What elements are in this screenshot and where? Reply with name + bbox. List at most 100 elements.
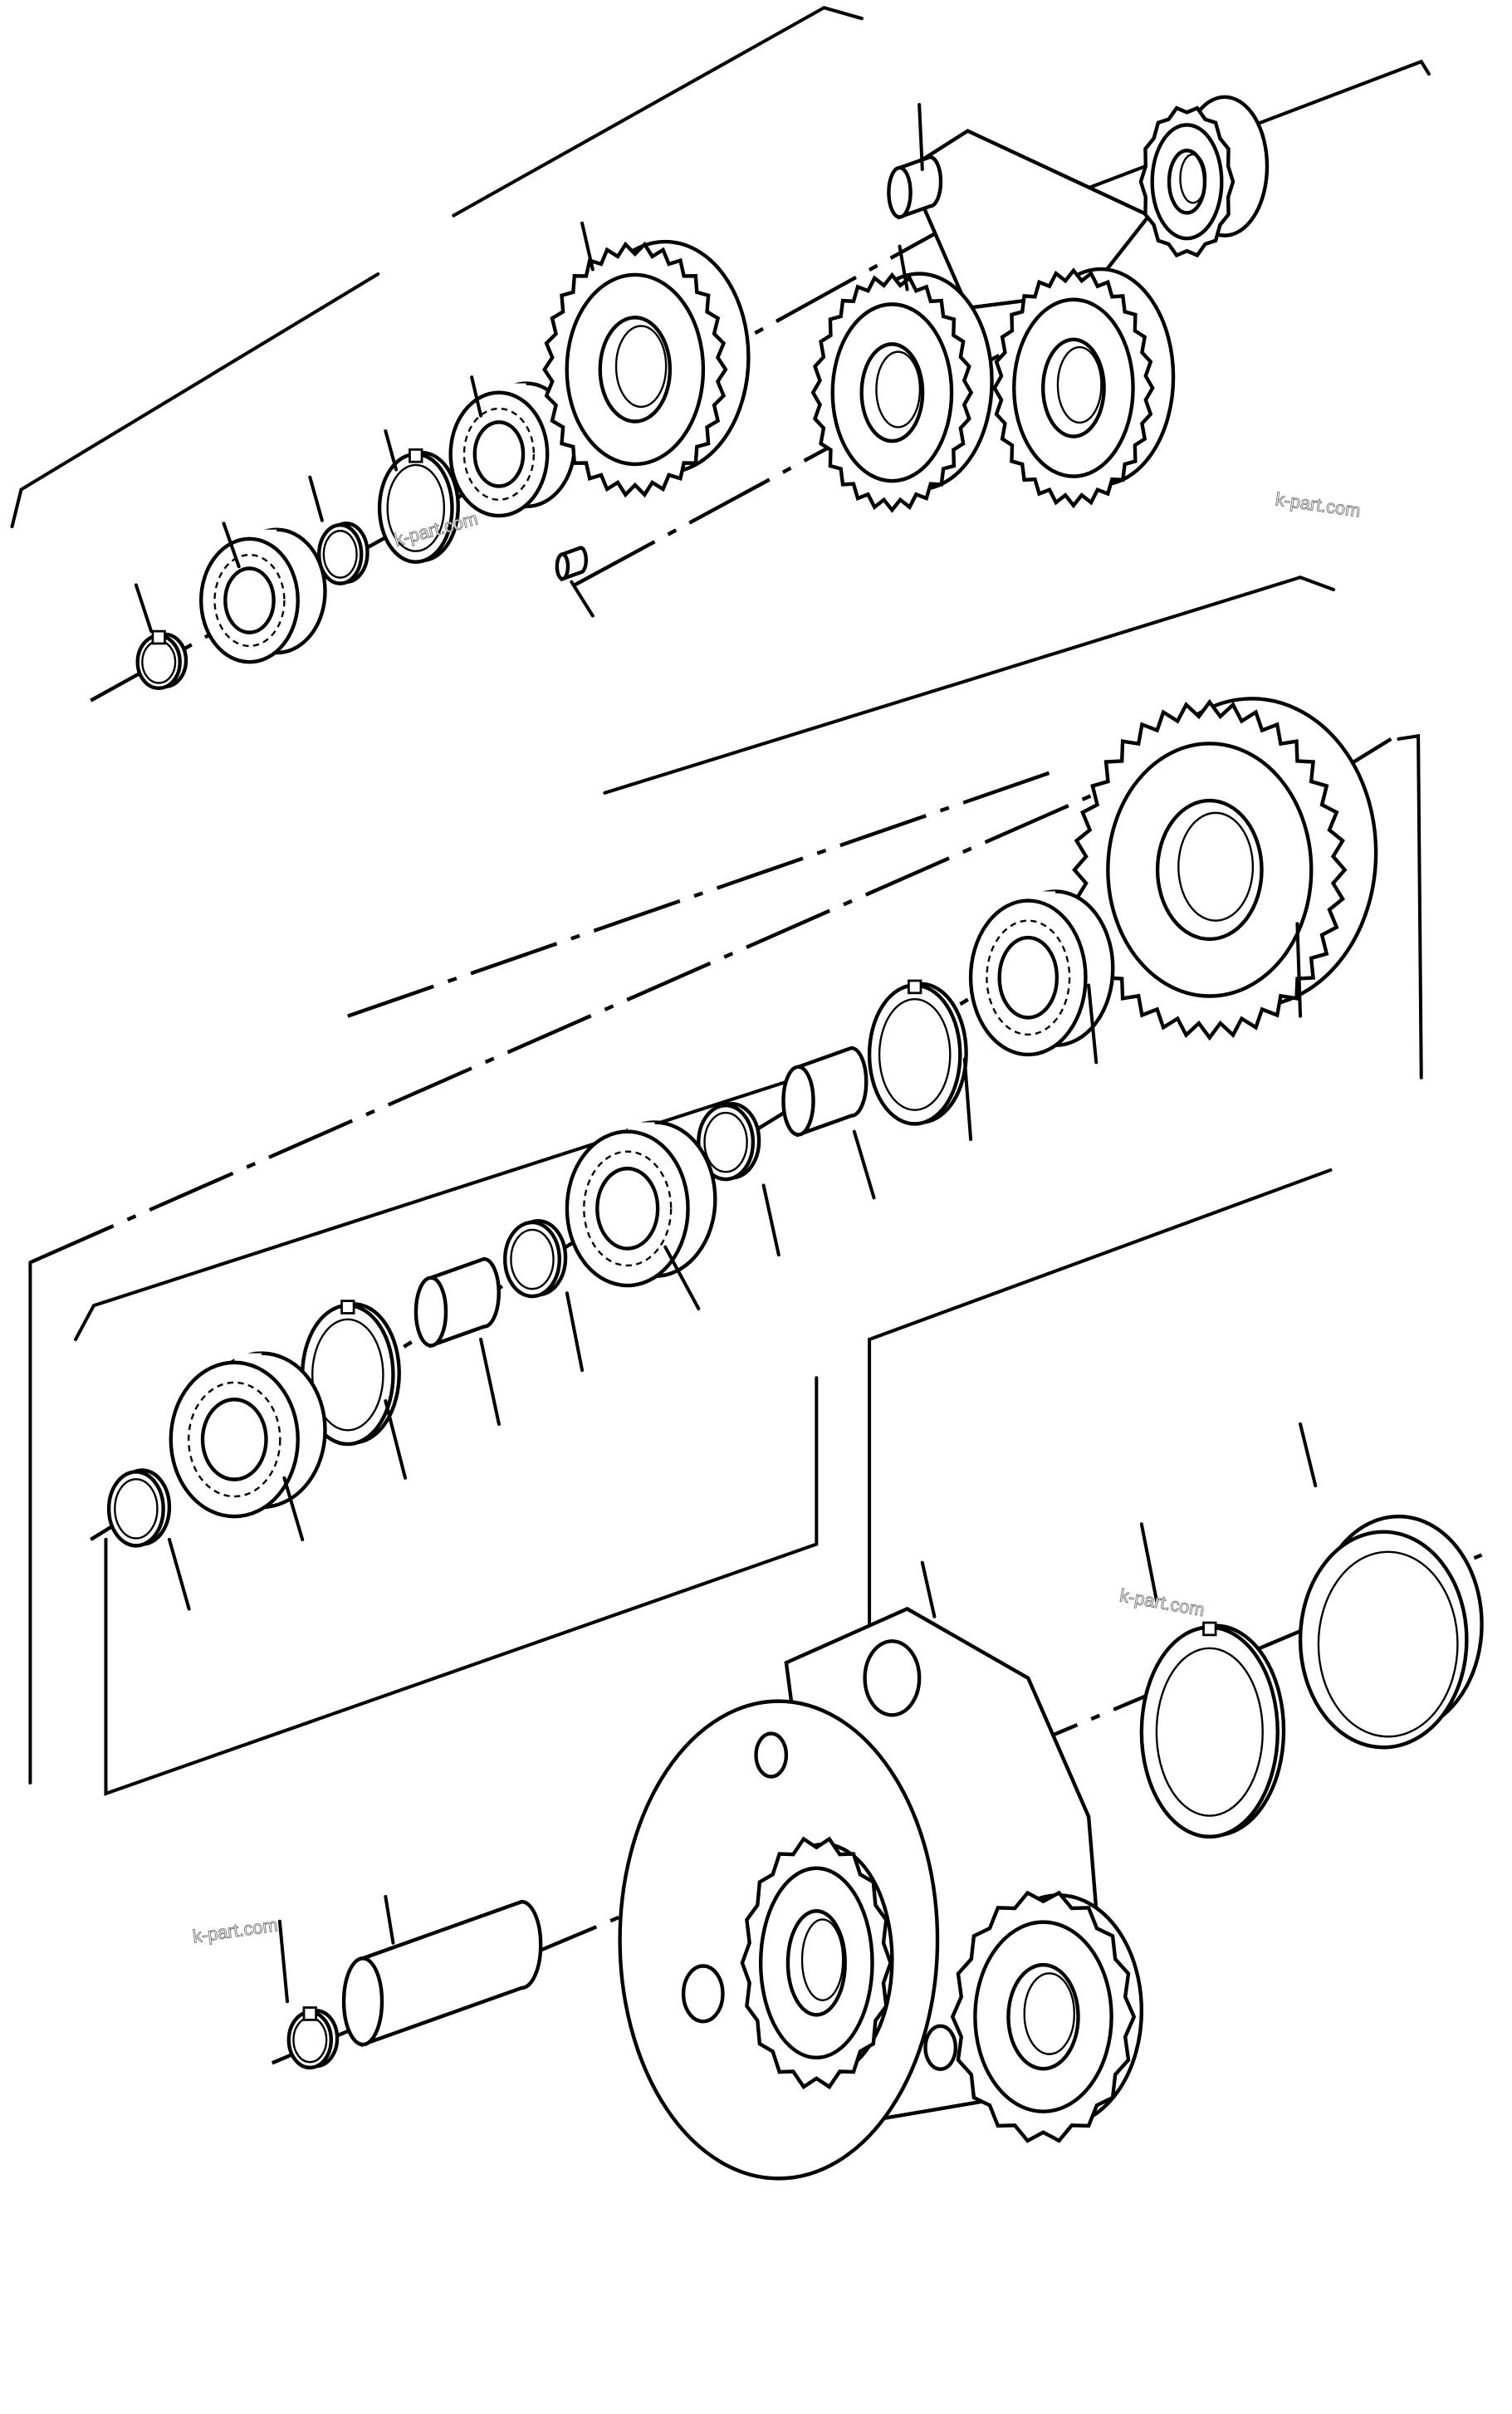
leader-line (570, 580, 595, 618)
watermark: k-part.com (1118, 1584, 1206, 1620)
leader-line (565, 1291, 585, 1373)
ring-inner (703, 1111, 748, 1173)
part-ring-3 (503, 1218, 568, 1299)
bush-body (360, 1899, 543, 2048)
bearing-balls (462, 407, 536, 501)
part-pin-small (555, 546, 588, 582)
leader-line (761, 1183, 780, 1257)
part-bush-1 (781, 1045, 869, 1138)
bush-end (555, 552, 570, 581)
leader-line (1295, 922, 1303, 1018)
frame-middle-right (1397, 733, 1423, 1080)
leader-line (852, 1129, 876, 1200)
leader-line (167, 1537, 191, 1611)
ring-inner (878, 998, 952, 1111)
gear-bore (1006, 1962, 1080, 2071)
part-snap-ring-small (135, 629, 188, 690)
gear-bore-inner (1179, 153, 1207, 204)
carrier-pin-bore (863, 1639, 922, 1717)
gear-bore-inner (800, 1918, 844, 2001)
bearing-balls (583, 1150, 673, 1267)
leader-line (1299, 1422, 1318, 1488)
ring-outer (697, 1103, 756, 1182)
gear-bore (1167, 148, 1207, 215)
cover-rim (1298, 1530, 1469, 1750)
part-carrier-pin (887, 154, 943, 220)
bearing-inner-race (595, 1166, 660, 1251)
leader-line (1139, 1522, 1159, 1604)
leader-line (663, 1245, 701, 1310)
leader-line (917, 103, 924, 171)
group-parts (106, 95, 1484, 2181)
part-gear-large (1072, 697, 1378, 1041)
ring-outer (867, 983, 962, 1126)
leader-line (470, 375, 483, 418)
carrier-hole (754, 1731, 789, 1779)
bearing-balls (188, 1381, 281, 1498)
bush-end (781, 1065, 815, 1137)
gear-bore (1041, 337, 1106, 438)
leader-line (1087, 983, 1099, 1065)
leader-line (384, 1399, 408, 1480)
ring-outer (1139, 1625, 1280, 1839)
ring-gap (151, 629, 166, 645)
part-bearing-3 (968, 889, 1115, 1057)
ring-gap (340, 1300, 355, 1315)
part-snap-ring-large (1139, 1621, 1286, 1839)
ring-inner (322, 530, 358, 579)
leader-line (277, 1919, 289, 2004)
part-ring-2 (697, 1102, 761, 1182)
frame-top-left (10, 272, 380, 529)
part-snap-ring-2 (867, 979, 968, 1126)
ring-gap (1202, 1621, 1217, 1637)
gear-bore (785, 1908, 847, 2017)
part-carrier-arm (904, 129, 1152, 311)
carrier-hole (923, 2024, 958, 2071)
part-planet-gear-1 (810, 272, 994, 513)
gear-bore-inner (1056, 345, 1103, 424)
frame-top-center (452, 6, 864, 218)
part-ring-1 (317, 521, 369, 585)
gear-bore-inner (875, 350, 922, 428)
bush-body (428, 1256, 501, 1349)
bush-end (887, 165, 913, 219)
part-bearing-5 (169, 1351, 327, 1519)
gear-bore (859, 342, 925, 443)
part-bearing-4 (565, 1120, 717, 1288)
bush-end (413, 1276, 448, 1348)
leader-line (308, 475, 324, 522)
part-carrier-gear-teeth (950, 1890, 1144, 2143)
bush-end (341, 1956, 384, 2047)
ring-outer (503, 1220, 561, 1299)
leader-line (580, 221, 595, 272)
leader-line (384, 429, 399, 472)
gear-bore (598, 316, 673, 424)
part-carrier-inner-spline (740, 1836, 894, 2090)
part-bush-2 (413, 1256, 501, 1349)
frame-inner-left (104, 1376, 819, 1796)
part-ring-4 (106, 1468, 172, 1548)
ring-gap (908, 979, 922, 995)
bearing-inner-race (200, 1398, 268, 1481)
part-bearing-1 (199, 527, 327, 664)
bearing-balls (986, 919, 1071, 1036)
carrier-hole (681, 1964, 725, 2024)
ring-inner (114, 1478, 159, 1540)
part-snap-ring-3 (301, 1300, 401, 1447)
ring-inner (386, 463, 446, 552)
ring-inner (311, 1318, 384, 1432)
part-spline-shaft (1138, 95, 1270, 258)
group-leader-lines (134, 103, 1318, 2004)
divider-long (29, 722, 1256, 1265)
leader-line (898, 244, 909, 291)
bearing-inner-race (472, 420, 526, 488)
ring-outer (106, 1470, 165, 1548)
leader-line (222, 521, 241, 569)
watermark: k-part.com (191, 1914, 279, 1947)
bearing-inner-race (223, 566, 276, 634)
gear-bore-inner (614, 325, 668, 409)
frame-middle-top (603, 575, 1336, 795)
gear-bore-inner (1023, 1972, 1076, 2055)
ring-gap (302, 2006, 317, 2021)
